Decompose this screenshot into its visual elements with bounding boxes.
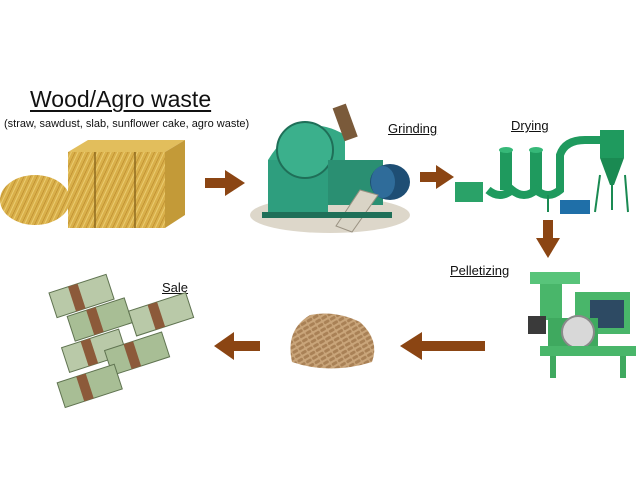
arrow-to-sale: [214, 332, 260, 360]
arrow-to-pellets: [400, 332, 485, 360]
wood-chipper-icon: [250, 104, 410, 233]
pellet-mill-icon: [528, 272, 636, 378]
pellets-icon: [290, 314, 374, 369]
straw-bale-icon: [0, 140, 185, 228]
arrow-to-drying: [420, 165, 454, 189]
arrow-to-grinding: [205, 170, 245, 196]
arrow-to-pelletizing: [536, 220, 560, 258]
money-stack-icon: [30, 253, 208, 408]
dryer-icon: [455, 130, 628, 214]
